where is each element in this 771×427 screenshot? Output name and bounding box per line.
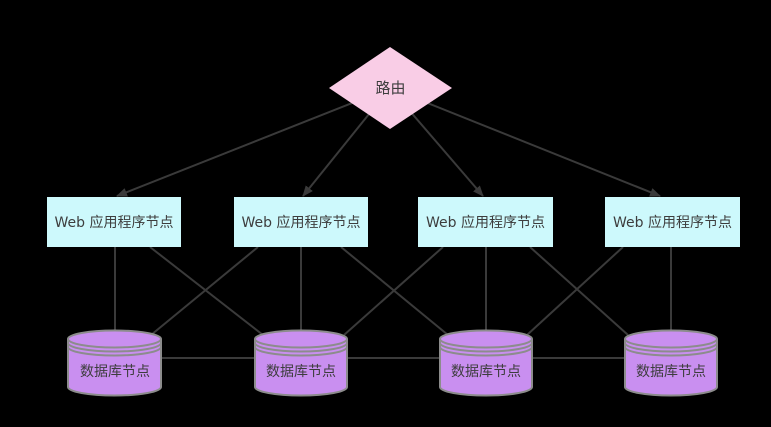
db-cylinder-top <box>624 329 718 349</box>
web-node-2: Web 应用程序节点 <box>234 197 368 247</box>
web-node-1: Web 应用程序节点 <box>47 197 181 247</box>
db-cylinder-top <box>67 329 162 349</box>
db-cylinder-ring <box>624 346 718 357</box>
db-cylinder-body <box>67 339 162 397</box>
db-node-3-label: 数据库节点 <box>451 363 521 380</box>
db-cylinder-top <box>254 329 348 349</box>
db-cylinder-ring <box>624 342 718 353</box>
db-cylinder-top <box>439 329 533 349</box>
db-node-1-shape <box>67 329 162 397</box>
db-node-1-label: 数据库节点 <box>80 363 150 380</box>
router-node-label: 路由 <box>375 79 406 97</box>
db-cylinder-ring <box>67 346 162 357</box>
edge-web3-db2 <box>343 246 444 336</box>
db-node-3-shape <box>439 329 533 397</box>
db-node-2-shape <box>254 329 348 397</box>
edge-router-web-4 <box>389 87 661 197</box>
router-node-shape <box>329 47 452 129</box>
edge-web2-db1 <box>150 246 259 336</box>
edge-router-web-1 <box>116 87 391 197</box>
db-node-4-label: 数据库节点 <box>636 363 706 380</box>
db-cylinder-ring <box>439 346 533 357</box>
db-cylinder-ring <box>439 342 533 353</box>
db-cylinder-ring <box>67 342 162 353</box>
db-node-2-label: 数据库节点 <box>266 363 336 380</box>
edge-web4-db3 <box>526 246 624 336</box>
db-cylinder-body <box>254 339 348 397</box>
db-cylinder-body <box>624 339 718 397</box>
db-cylinder-body <box>439 339 533 397</box>
web-node-4: Web 应用程序节点 <box>605 197 740 247</box>
web-node-3: Web 应用程序节点 <box>418 197 553 247</box>
db-cylinder-ring <box>254 346 348 357</box>
edge-web3-db4 <box>529 246 629 336</box>
db-cylinder-ring <box>254 342 348 353</box>
edge-web1-db2 <box>149 246 264 336</box>
db-node-4-shape <box>624 329 718 397</box>
